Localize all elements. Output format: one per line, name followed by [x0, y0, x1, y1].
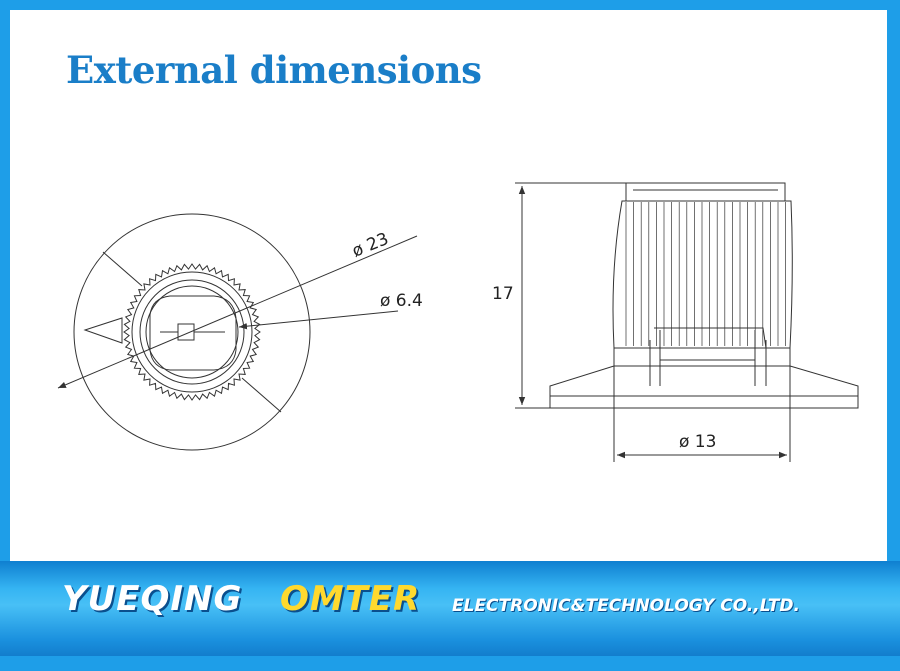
side-view [515, 182, 859, 462]
shaft-diameter-label: ø 6.4 [380, 291, 423, 311]
body-diameter-label: ø 13 [679, 432, 716, 452]
company-tagline: ELECTRONIC&TECHNOLOGY CO.,LTD. [452, 596, 800, 616]
skirt-cut-line [241, 377, 282, 413]
skirt-cut-line [102, 251, 143, 287]
brand-name-yueqing: YUEQING [62, 579, 243, 619]
shaft-diameter-leader [238, 310, 399, 330]
shaft-slot [177, 323, 195, 341]
knurl-ring [123, 263, 261, 401]
height-label: 17 [492, 284, 514, 304]
top-view [57, 213, 418, 451]
hub-outline [149, 295, 237, 371]
outer-diameter-label: ø 23 [349, 229, 391, 262]
outer-diameter-leader [57, 235, 418, 389]
collar-outline [649, 327, 767, 386]
knurl-teeth [123, 263, 261, 401]
cap-top [625, 182, 786, 202]
base-skirt [549, 347, 859, 409]
knob-body-outline [612, 200, 793, 349]
knob-body-outline [131, 271, 253, 393]
knurl-lines [625, 202, 786, 346]
pointer-triangle-icon [83, 317, 123, 344]
bottom-stripe [0, 656, 900, 671]
drawing-frame [10, 10, 887, 561]
technical-drawing: ø 23 ø 6.4 17 ø 13 [57, 182, 859, 462]
cap-ring [139, 279, 245, 385]
page-title: External dimensions [66, 48, 482, 92]
cap-inner-ring [145, 285, 239, 379]
company-banner [0, 561, 900, 671]
skirt-outline [73, 213, 311, 451]
brand-name-omter: OMTER [280, 579, 421, 619]
